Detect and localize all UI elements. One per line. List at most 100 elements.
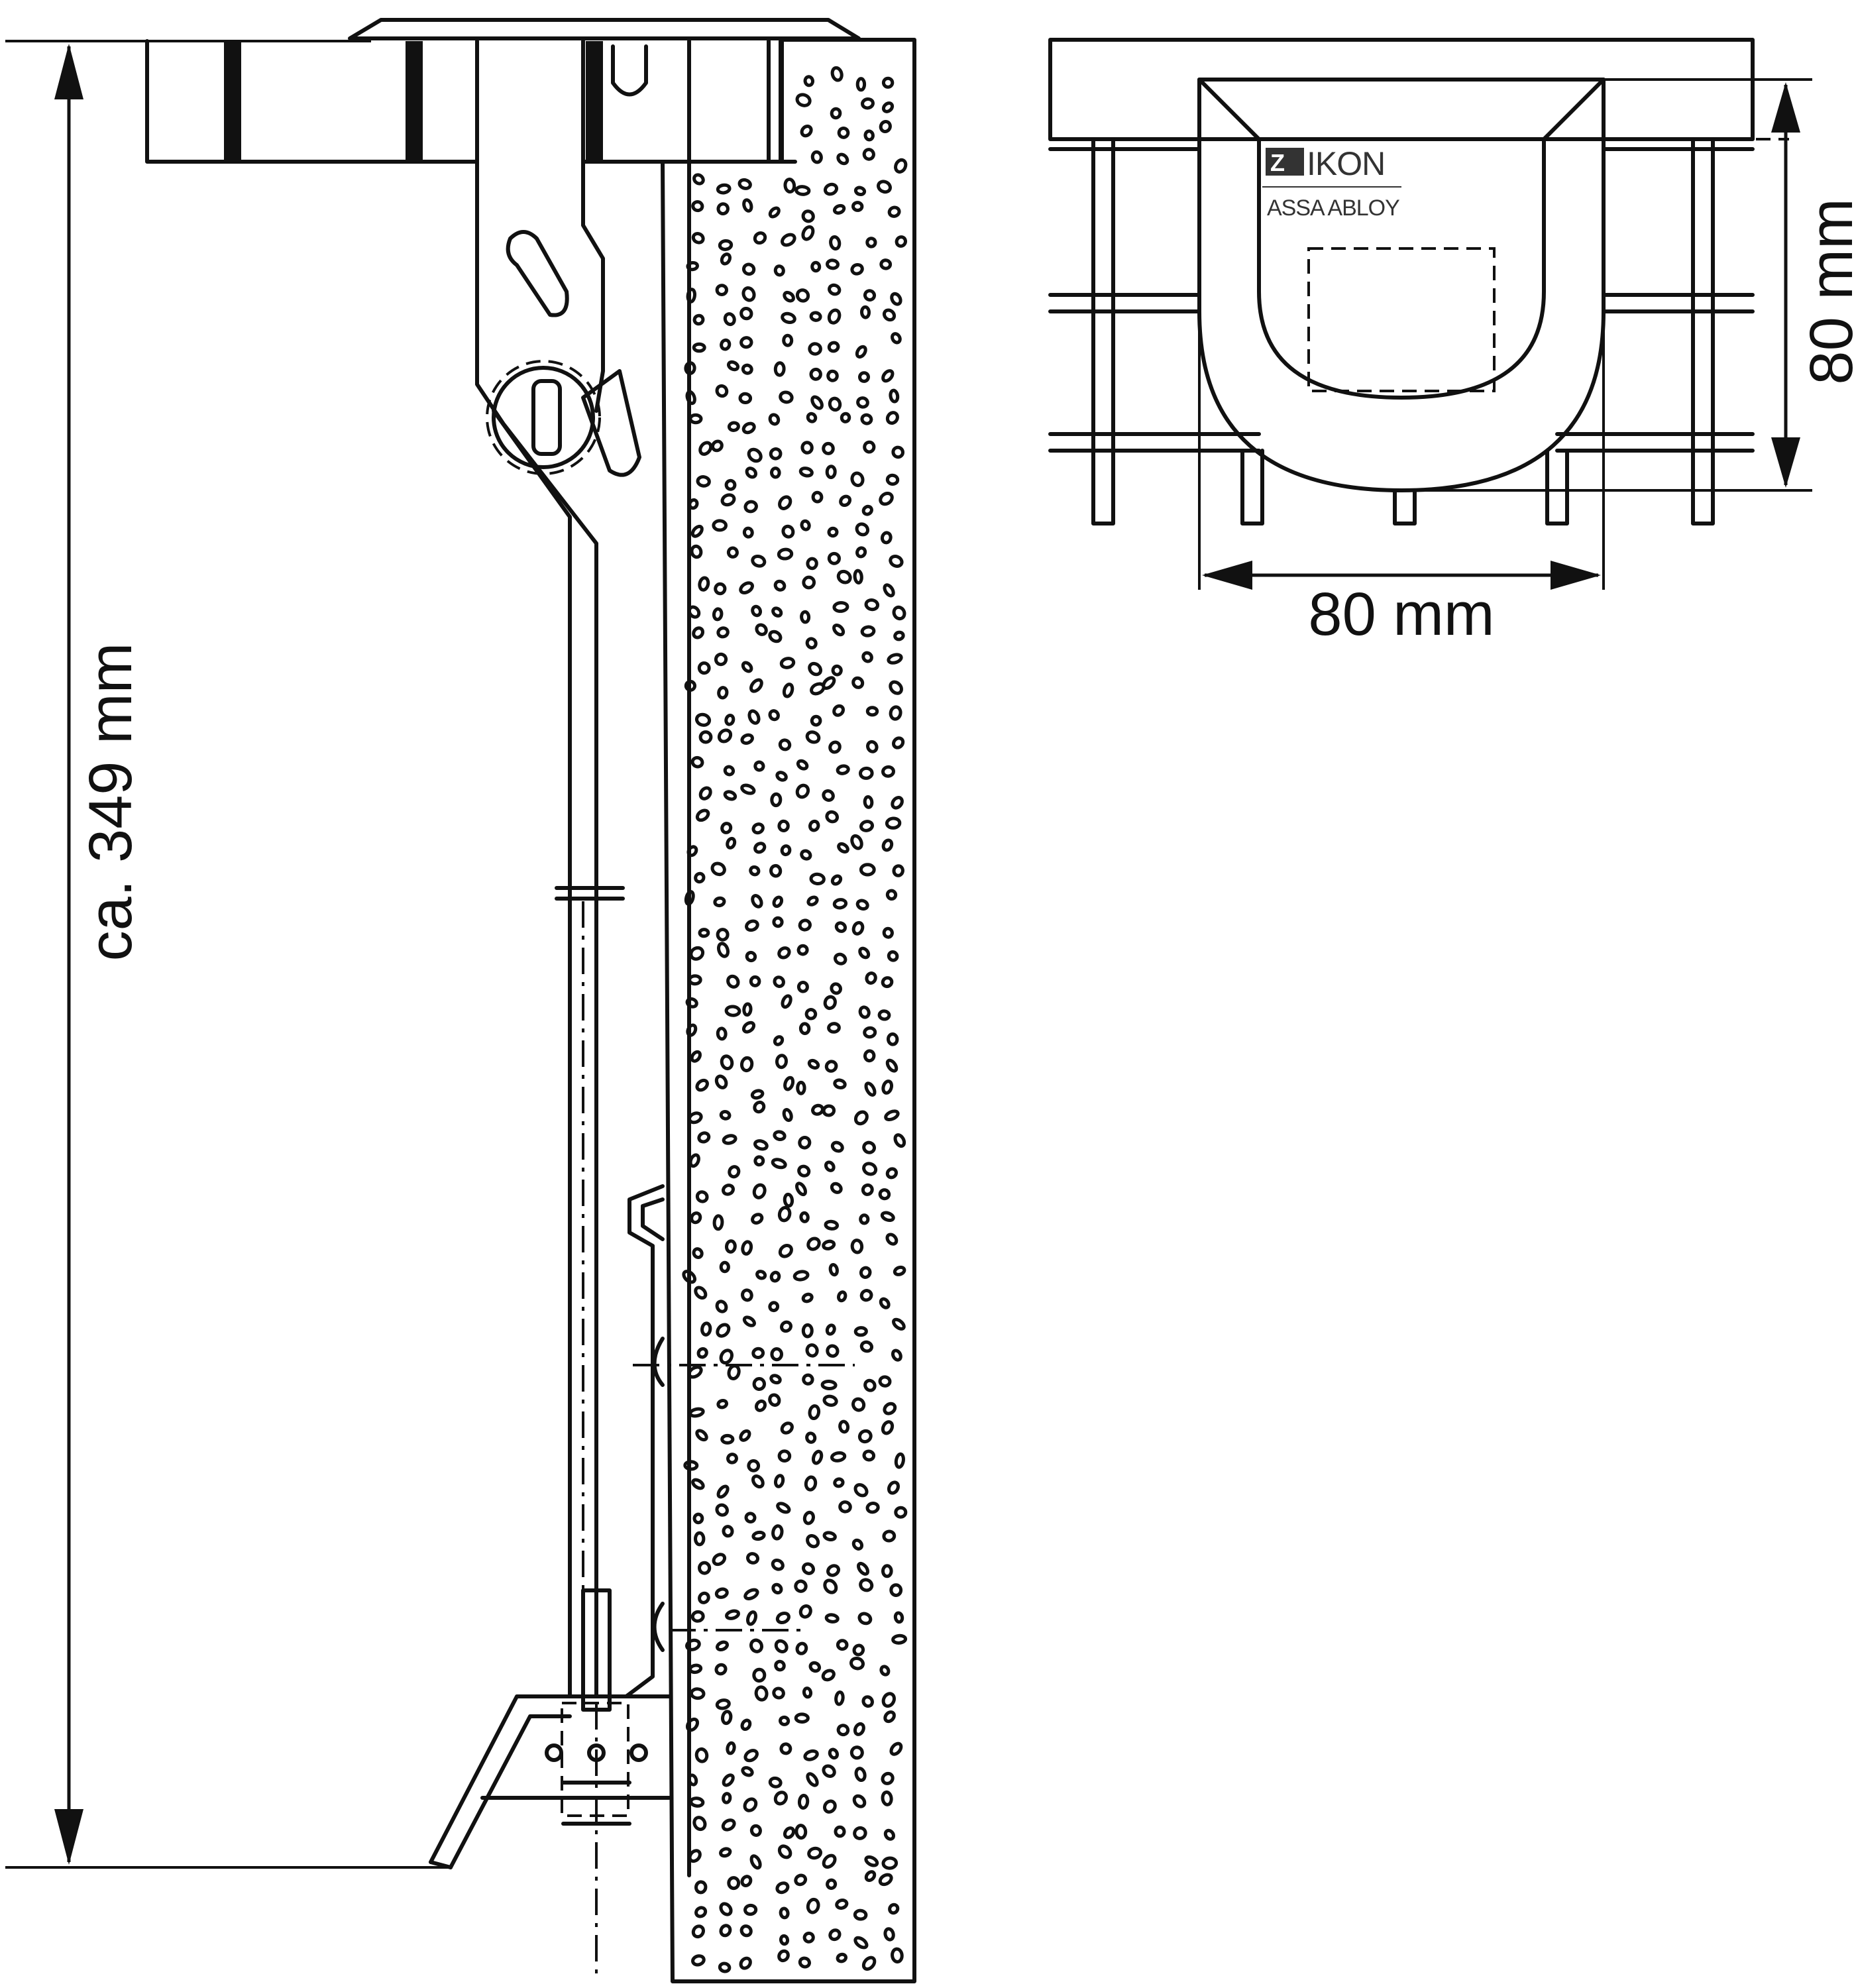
gravel-pebble: [739, 336, 753, 349]
gravel-pebble: [853, 1483, 869, 1498]
gravel-pebble: [795, 1182, 807, 1197]
gravel-pebble: [684, 679, 696, 692]
gravel-pebble: [688, 1849, 702, 1863]
gravel-pebble: [777, 946, 791, 960]
gravel-pebble: [858, 1005, 871, 1019]
gravel-pebble: [741, 1021, 756, 1034]
gravel-pebble: [836, 1639, 849, 1651]
gravel-pebble: [750, 1089, 765, 1100]
gravel-pebble: [777, 1844, 792, 1859]
gravel-pebble: [881, 1692, 896, 1708]
gravel-pebble: [877, 1009, 891, 1021]
gravel-pebble: [749, 1824, 762, 1837]
gravel-pebble: [753, 1100, 766, 1114]
gravel-pebble: [777, 1205, 792, 1223]
gravel-pebble: [803, 75, 815, 87]
gravel-pebble: [687, 605, 701, 619]
gravel-pebble: [739, 1924, 753, 1938]
gravel-pebble: [697, 1131, 711, 1144]
side-section-view: ca. 349 mm: [5, 18, 916, 1983]
gravel-pebble: [800, 849, 812, 861]
gravel-pebble: [741, 1288, 753, 1302]
gravel-pebble: [775, 1611, 791, 1625]
gravel-pebble: [864, 598, 880, 612]
gravel-pebble: [738, 392, 753, 405]
gravel-pebble: [881, 1420, 895, 1435]
gravel-pebble: [805, 637, 818, 649]
gravel-pebble: [851, 920, 865, 936]
gravel-pebble: [798, 1136, 812, 1150]
gravel-pebble: [837, 1290, 847, 1303]
gravel-pebble: [863, 1049, 876, 1063]
gravel-pebble: [824, 1613, 840, 1624]
grating-side: [145, 39, 797, 1877]
gravel-pebble: [688, 1407, 705, 1418]
gravel-pebble: [698, 730, 713, 744]
gravel-pebble: [853, 1908, 868, 1921]
gravel-pebble: [683, 1460, 699, 1471]
gravel-pebble: [832, 601, 849, 613]
top-view: Z IKON ASSA ABLOY 80 mm 80 mm: [1048, 38, 1854, 648]
gravel-pebble: [773, 264, 785, 277]
gravel-pebble: [768, 413, 781, 426]
gravel-pebble: [834, 1690, 845, 1706]
gravel-pebble: [778, 738, 792, 751]
gravel-pebble: [695, 808, 710, 822]
gravel-pebble: [690, 755, 704, 769]
gravel-pebble: [714, 1587, 729, 1599]
gravel-pebble: [697, 1561, 712, 1575]
gravel-pebble: [893, 1133, 906, 1148]
gravel-pebble: [712, 519, 728, 532]
gravel-pebble: [778, 1244, 793, 1258]
gravel-pebble: [808, 1404, 821, 1421]
gravel-pebble: [752, 1183, 767, 1199]
gravel-pebble: [878, 1375, 892, 1388]
gravel-pebble: [857, 1612, 873, 1626]
gravel-pebble: [720, 1433, 735, 1445]
gravel-pebble: [878, 1188, 891, 1201]
gravel-pebble: [827, 551, 841, 565]
gravel-pebble: [863, 1378, 877, 1392]
gravel-pebble: [882, 1529, 897, 1543]
gravel-pebble: [741, 661, 753, 673]
gravel-pebble: [795, 783, 810, 799]
gravel-pebble: [863, 129, 875, 142]
gravel-pebble: [853, 1326, 868, 1337]
gravel-pebble: [823, 995, 837, 1011]
gravel-pebble: [859, 1289, 873, 1302]
gravel-pebble: [724, 1005, 741, 1017]
gravel-pebble: [740, 1718, 752, 1732]
gravel-pebble: [881, 1790, 893, 1806]
gravel-pebble: [716, 1484, 730, 1499]
gravel-pebble: [887, 653, 903, 665]
gravel-pebble: [828, 396, 842, 412]
gravel-pebble: [782, 683, 794, 698]
gravel-pebble: [743, 500, 758, 514]
gravel-pebble: [717, 728, 733, 744]
gravel-pebble: [822, 1239, 836, 1250]
gravel-pebble: [688, 1153, 700, 1168]
gravel-pebble: [695, 1078, 709, 1092]
gravel-pebble: [777, 819, 790, 832]
gravel-pebble: [864, 1855, 879, 1867]
gravel-pebble: [810, 260, 822, 273]
gravel-pebble: [879, 1665, 891, 1677]
gravel-pebble: [827, 308, 842, 325]
gravel-pebble: [800, 125, 813, 138]
gravel-pebble: [719, 1902, 733, 1916]
gravel-pebble: [715, 1299, 728, 1313]
gravel-pebble: [710, 861, 726, 877]
gravel-pebble: [782, 333, 794, 347]
gravel-pebble: [691, 200, 704, 213]
gravel-pebble: [781, 233, 796, 247]
gravel-pebble: [802, 1510, 815, 1525]
gravel-pebble: [798, 467, 814, 478]
gravel-pebble: [773, 975, 785, 988]
gravel-pebble: [722, 1773, 735, 1787]
gravel-pebble: [717, 686, 729, 700]
gravel-pebble: [769, 863, 783, 878]
gravel-pebble: [894, 158, 908, 174]
gravel-pebble: [830, 66, 844, 82]
gravel-pebble: [830, 874, 843, 886]
gravel-pebble: [827, 526, 839, 538]
